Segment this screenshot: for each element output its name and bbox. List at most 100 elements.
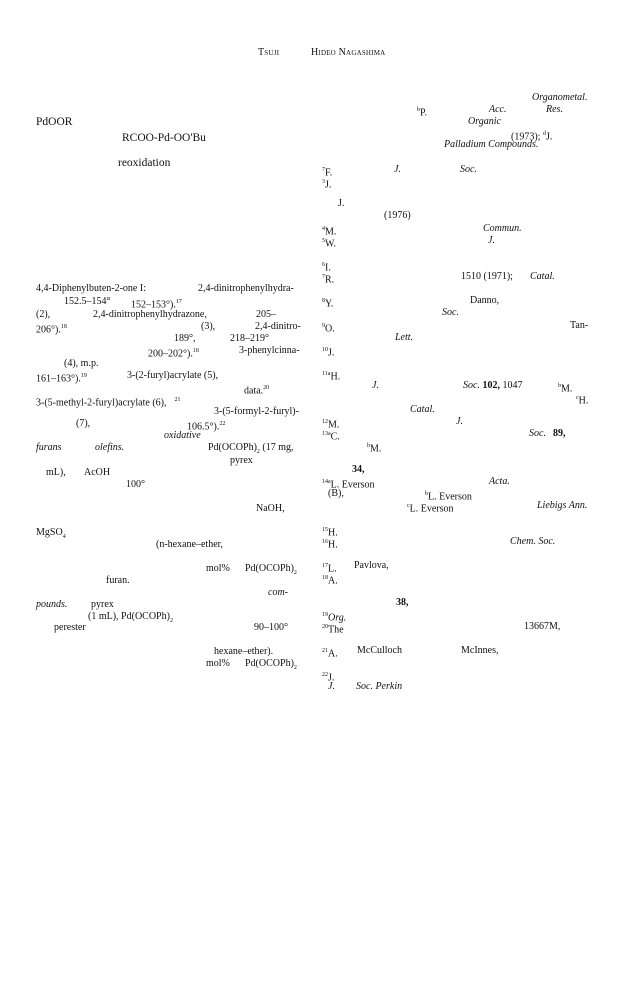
text-line: 4,4-Diphenylbuten-2-one I: xyxy=(36,283,146,294)
ref-line: J. xyxy=(328,681,335,692)
ref-line: 9O. xyxy=(322,323,335,335)
ref-line: bP. xyxy=(417,107,427,119)
ref-line: bM. xyxy=(367,443,382,455)
text-line: Pd(OCOPh)2 xyxy=(245,658,297,671)
ref-line: 8Y. xyxy=(322,298,334,310)
text-line: 218–219° xyxy=(230,333,269,344)
ref-line: 7R. xyxy=(322,274,335,286)
text-line: mol% xyxy=(206,658,230,669)
ref-line: 22J. xyxy=(322,672,335,684)
header-author-1: Tsuji xyxy=(258,47,280,58)
ref-line: Commun. xyxy=(483,223,522,234)
text-line: 3-phenylcinna- xyxy=(239,345,300,356)
text-line: 106.5°).22 xyxy=(187,421,226,433)
ref-line: Acc. xyxy=(489,104,507,115)
ref-line: Palladium Compounds. xyxy=(444,139,539,150)
ref-line: cH. xyxy=(576,395,589,407)
ref-line: (B), xyxy=(328,488,344,499)
text-line: (3), xyxy=(201,321,216,332)
ref-line: 13aC. xyxy=(322,431,340,443)
ref-line: J. xyxy=(488,235,495,246)
ref-line: 5W. xyxy=(322,238,337,250)
text-line: 3-(2-furyl)acrylate (5), xyxy=(127,370,219,381)
text-line: 2,4-dinitrophenylhydra- xyxy=(198,283,294,294)
text-line: (n-hexane–ether, xyxy=(156,539,224,550)
ref-line: Organometal. xyxy=(532,92,588,103)
text-line: 3-(5-methyl-2-furyl)acrylate (6),21 xyxy=(36,397,181,409)
ref-line: 34, xyxy=(352,464,365,475)
text-line: 152–153°).17 xyxy=(131,299,182,311)
ref-line: J. xyxy=(372,380,379,391)
ref-line: J. xyxy=(456,416,463,427)
ref-line: 6I. xyxy=(322,262,331,274)
text-line: Pd(OCOPh)2 xyxy=(245,563,297,576)
text-line: AcOH xyxy=(84,467,111,478)
ref-line: Danno, xyxy=(470,295,500,306)
text-line: pyrex xyxy=(230,455,253,466)
text-line: com- xyxy=(268,587,288,598)
ref-line: 15H. xyxy=(322,527,338,539)
text-line: pyrex xyxy=(91,599,114,610)
text-line: 206°).18 xyxy=(36,324,67,336)
ref-line: 4M. xyxy=(322,226,337,238)
ref-line: bM. xyxy=(558,383,573,395)
text-line: 205– xyxy=(256,309,276,320)
text-line: MgSO4 xyxy=(36,527,66,540)
ref-line: Organic xyxy=(468,116,501,127)
text-line: (1 mL), Pd(OCOPh)2 xyxy=(88,611,173,624)
ref-line: 14aL. Everson xyxy=(322,479,375,491)
ref-line: 11aH. xyxy=(322,371,341,383)
text-line: 189°, xyxy=(174,333,196,344)
ref-line: 21A. xyxy=(322,648,338,660)
text-line: (7), xyxy=(76,418,91,429)
text-line: 2,4-dinitro- xyxy=(255,321,301,332)
ref-line: 16H. xyxy=(322,539,338,551)
text-line: (4), m.p. xyxy=(64,358,99,369)
ref-line: Pavlova, xyxy=(354,560,389,571)
ref-line: bL. Everson xyxy=(425,491,472,503)
text-line: 3-(5-formyl-2-furyl)- xyxy=(214,406,299,417)
ref-line: Chem. Soc. xyxy=(510,536,556,547)
text-line: 161–163°).19 xyxy=(36,373,87,385)
text-line: 200–202°).18 xyxy=(148,348,199,360)
ref-line: 18A. xyxy=(322,575,338,587)
text-line: pounds. xyxy=(36,599,68,610)
ref-line: Soc. xyxy=(460,164,477,175)
ref-line: Lett. xyxy=(395,332,414,343)
ref-line: Soc. xyxy=(529,428,546,439)
text-line: 90–100° xyxy=(254,622,288,633)
text-reoxidation: reoxidation xyxy=(118,157,171,169)
ref-line: Tan- xyxy=(570,320,589,331)
ref-line: 19Org. xyxy=(322,612,347,624)
text-line: mL), xyxy=(46,467,66,478)
text-line: furan. xyxy=(106,575,130,586)
ref-line: 20The xyxy=(322,624,344,636)
ref-line: Soc. 102, 1047 xyxy=(463,380,523,391)
ref-line: Catal. xyxy=(410,404,435,415)
text-line: oxidative xyxy=(164,430,201,441)
text-line: perester xyxy=(54,622,86,633)
ref-line: 13667M, xyxy=(524,621,561,632)
text-rcoo-pd-oobu: RCOO-Pd-OO'Bu xyxy=(122,132,206,144)
ref-line: Soc. xyxy=(442,307,459,318)
ref-line: Catal. xyxy=(530,271,555,282)
ref-line: 12M. xyxy=(322,419,340,431)
text-line: furans xyxy=(36,442,62,453)
ref-line: 7F. xyxy=(322,167,333,179)
text-line: (2), xyxy=(36,309,51,320)
text-pdoor: PdOOR xyxy=(36,116,73,128)
ref-line: (1976) xyxy=(384,210,411,221)
text-line: olefins. xyxy=(95,442,125,453)
ref-line: Liebigs Ann. xyxy=(537,500,588,511)
ref-line: J. xyxy=(338,198,345,209)
text-line: NaOH, xyxy=(256,503,285,514)
text-line: 100° xyxy=(126,479,145,490)
ref-line: Soc. Perkin xyxy=(356,681,403,692)
text-line: 152.5–154° xyxy=(64,296,111,307)
ref-line: McInnes, xyxy=(461,645,499,656)
ref-line: (1973); dJ. xyxy=(511,131,553,143)
ref-line: 1510 (1971); xyxy=(461,271,513,282)
ref-line: J. xyxy=(394,164,401,175)
ref-line: 89, xyxy=(553,428,566,439)
